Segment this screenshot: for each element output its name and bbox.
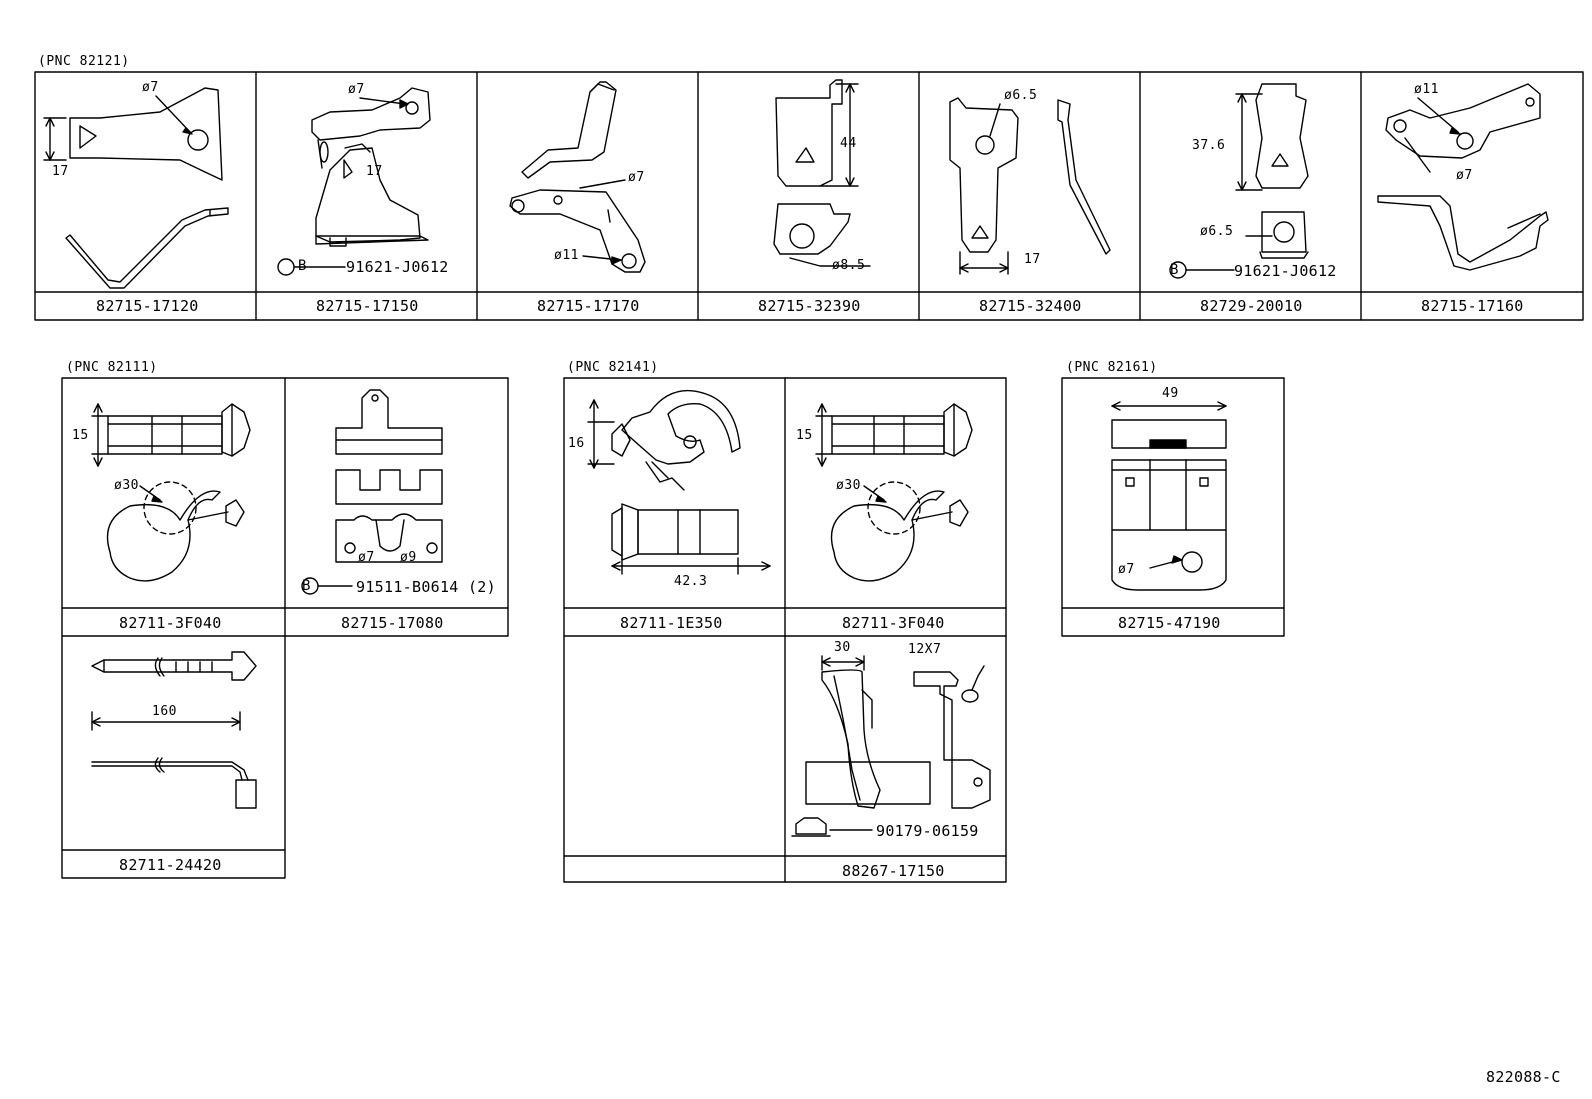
dim-label: ø11 xyxy=(1414,82,1439,97)
dim-label: ø7 xyxy=(628,170,645,185)
part-number-82715-17120: 82715-17120 xyxy=(96,297,199,315)
part-number-82711-3F040: 82711-3F040 xyxy=(842,614,945,632)
bracket-82729-20010-drawing xyxy=(1169,83,1309,279)
dim-label: 17 xyxy=(1024,252,1041,267)
group-82121-table xyxy=(34,71,1584,321)
part-number-82711-1E350: 82711-1E350 xyxy=(620,614,723,632)
bracket-82715-17080-drawing xyxy=(301,389,443,595)
band-82711-24420-drawing xyxy=(91,651,257,809)
bracket-82715-32400-drawing xyxy=(949,97,1111,275)
dim-label: ø9 xyxy=(400,550,417,565)
group-82111-table xyxy=(61,377,509,879)
part-number-82715-32400: 82715-32400 xyxy=(979,297,1082,315)
clip-82711-1E350-drawing xyxy=(587,389,771,575)
part-number-82715-17150: 82715-17150 xyxy=(316,297,419,315)
bolt-marker-icon: B xyxy=(302,578,311,594)
part-number-82711-24420: 82711-24420 xyxy=(119,856,222,874)
bracket-82715-17150-drawing xyxy=(277,87,431,276)
dim-label: ø7 xyxy=(358,550,375,565)
dim-label: ø6.5 xyxy=(1200,224,1234,239)
dim-label: ø7 xyxy=(348,82,365,97)
part-number-82715-17170: 82715-17170 xyxy=(537,297,640,315)
dim-label: 49 xyxy=(1162,386,1179,401)
dim-label: 160 xyxy=(152,704,177,719)
part-number-82729-20010: 82729-20010 xyxy=(1200,297,1303,315)
part-number-88267-17150: 88267-17150 xyxy=(842,862,945,880)
dim-label: 44 xyxy=(840,136,857,151)
bolt-part-number: 91511-B0614 (2) xyxy=(356,578,496,596)
group-82161-table xyxy=(1061,377,1285,637)
group-82141-table xyxy=(563,377,1007,883)
bracket-82715-17160-drawing xyxy=(1377,83,1549,271)
dim-label: 15 xyxy=(72,428,89,443)
dim-label: 37.6 xyxy=(1192,138,1226,153)
dim-label: ø7 xyxy=(142,80,159,95)
dim-label: ø30 xyxy=(836,478,861,493)
bracket-88267-17150-drawing xyxy=(791,655,991,837)
dim-label: 15 xyxy=(796,428,813,443)
nut-part-number: 90179-06159 xyxy=(876,822,979,840)
group-label-82121: (PNC 82121) xyxy=(38,54,130,69)
dim-label: ø11 xyxy=(554,248,579,263)
group-label-82161: (PNC 82161) xyxy=(1066,360,1158,375)
dim-label: 30 xyxy=(834,640,851,655)
part-number-82715-17080: 82715-17080 xyxy=(341,614,444,632)
dim-label: ø30 xyxy=(114,478,139,493)
bracket-82715-17170-drawing xyxy=(509,81,646,273)
part-number-82715-17160: 82715-17160 xyxy=(1421,297,1524,315)
bracket-82715-32390-drawing xyxy=(773,79,871,267)
group-label-82141: (PNC 82141) xyxy=(567,360,659,375)
part-number-82715-32390: 82715-32390 xyxy=(758,297,861,315)
diagram-code: 822088-C xyxy=(1486,1068,1561,1086)
bolt-marker-icon: B xyxy=(298,258,307,274)
bolt-part-number: 91621-J0612 xyxy=(346,258,449,276)
group-label-82111: (PNC 82111) xyxy=(66,360,158,375)
clip-82711-3F040-drawing xyxy=(91,403,251,582)
part-number-82715-47190: 82715-47190 xyxy=(1118,614,1221,632)
dim-label: ø7 xyxy=(1118,562,1135,577)
clip-82711-3F040-drawing-2 xyxy=(815,403,973,582)
dim-label: 17 xyxy=(366,164,383,179)
bolt-part-number: 91621-J0612 xyxy=(1234,262,1337,280)
dim-label: 16 xyxy=(568,436,585,451)
bolt-marker-icon: B xyxy=(1170,262,1179,278)
dim-label: 42.3 xyxy=(674,574,708,589)
dim-label: 17 xyxy=(52,164,69,179)
part-number-82711-3F040: 82711-3F040 xyxy=(119,614,222,632)
dim-label: 12X7 xyxy=(908,642,942,657)
dim-label: ø8.5 xyxy=(832,258,866,273)
dim-label: ø6.5 xyxy=(1004,88,1038,103)
bracket-82715-17120-drawing xyxy=(43,87,229,289)
dim-label: ø7 xyxy=(1456,168,1473,183)
bracket-82715-47190-drawing xyxy=(1111,401,1227,591)
